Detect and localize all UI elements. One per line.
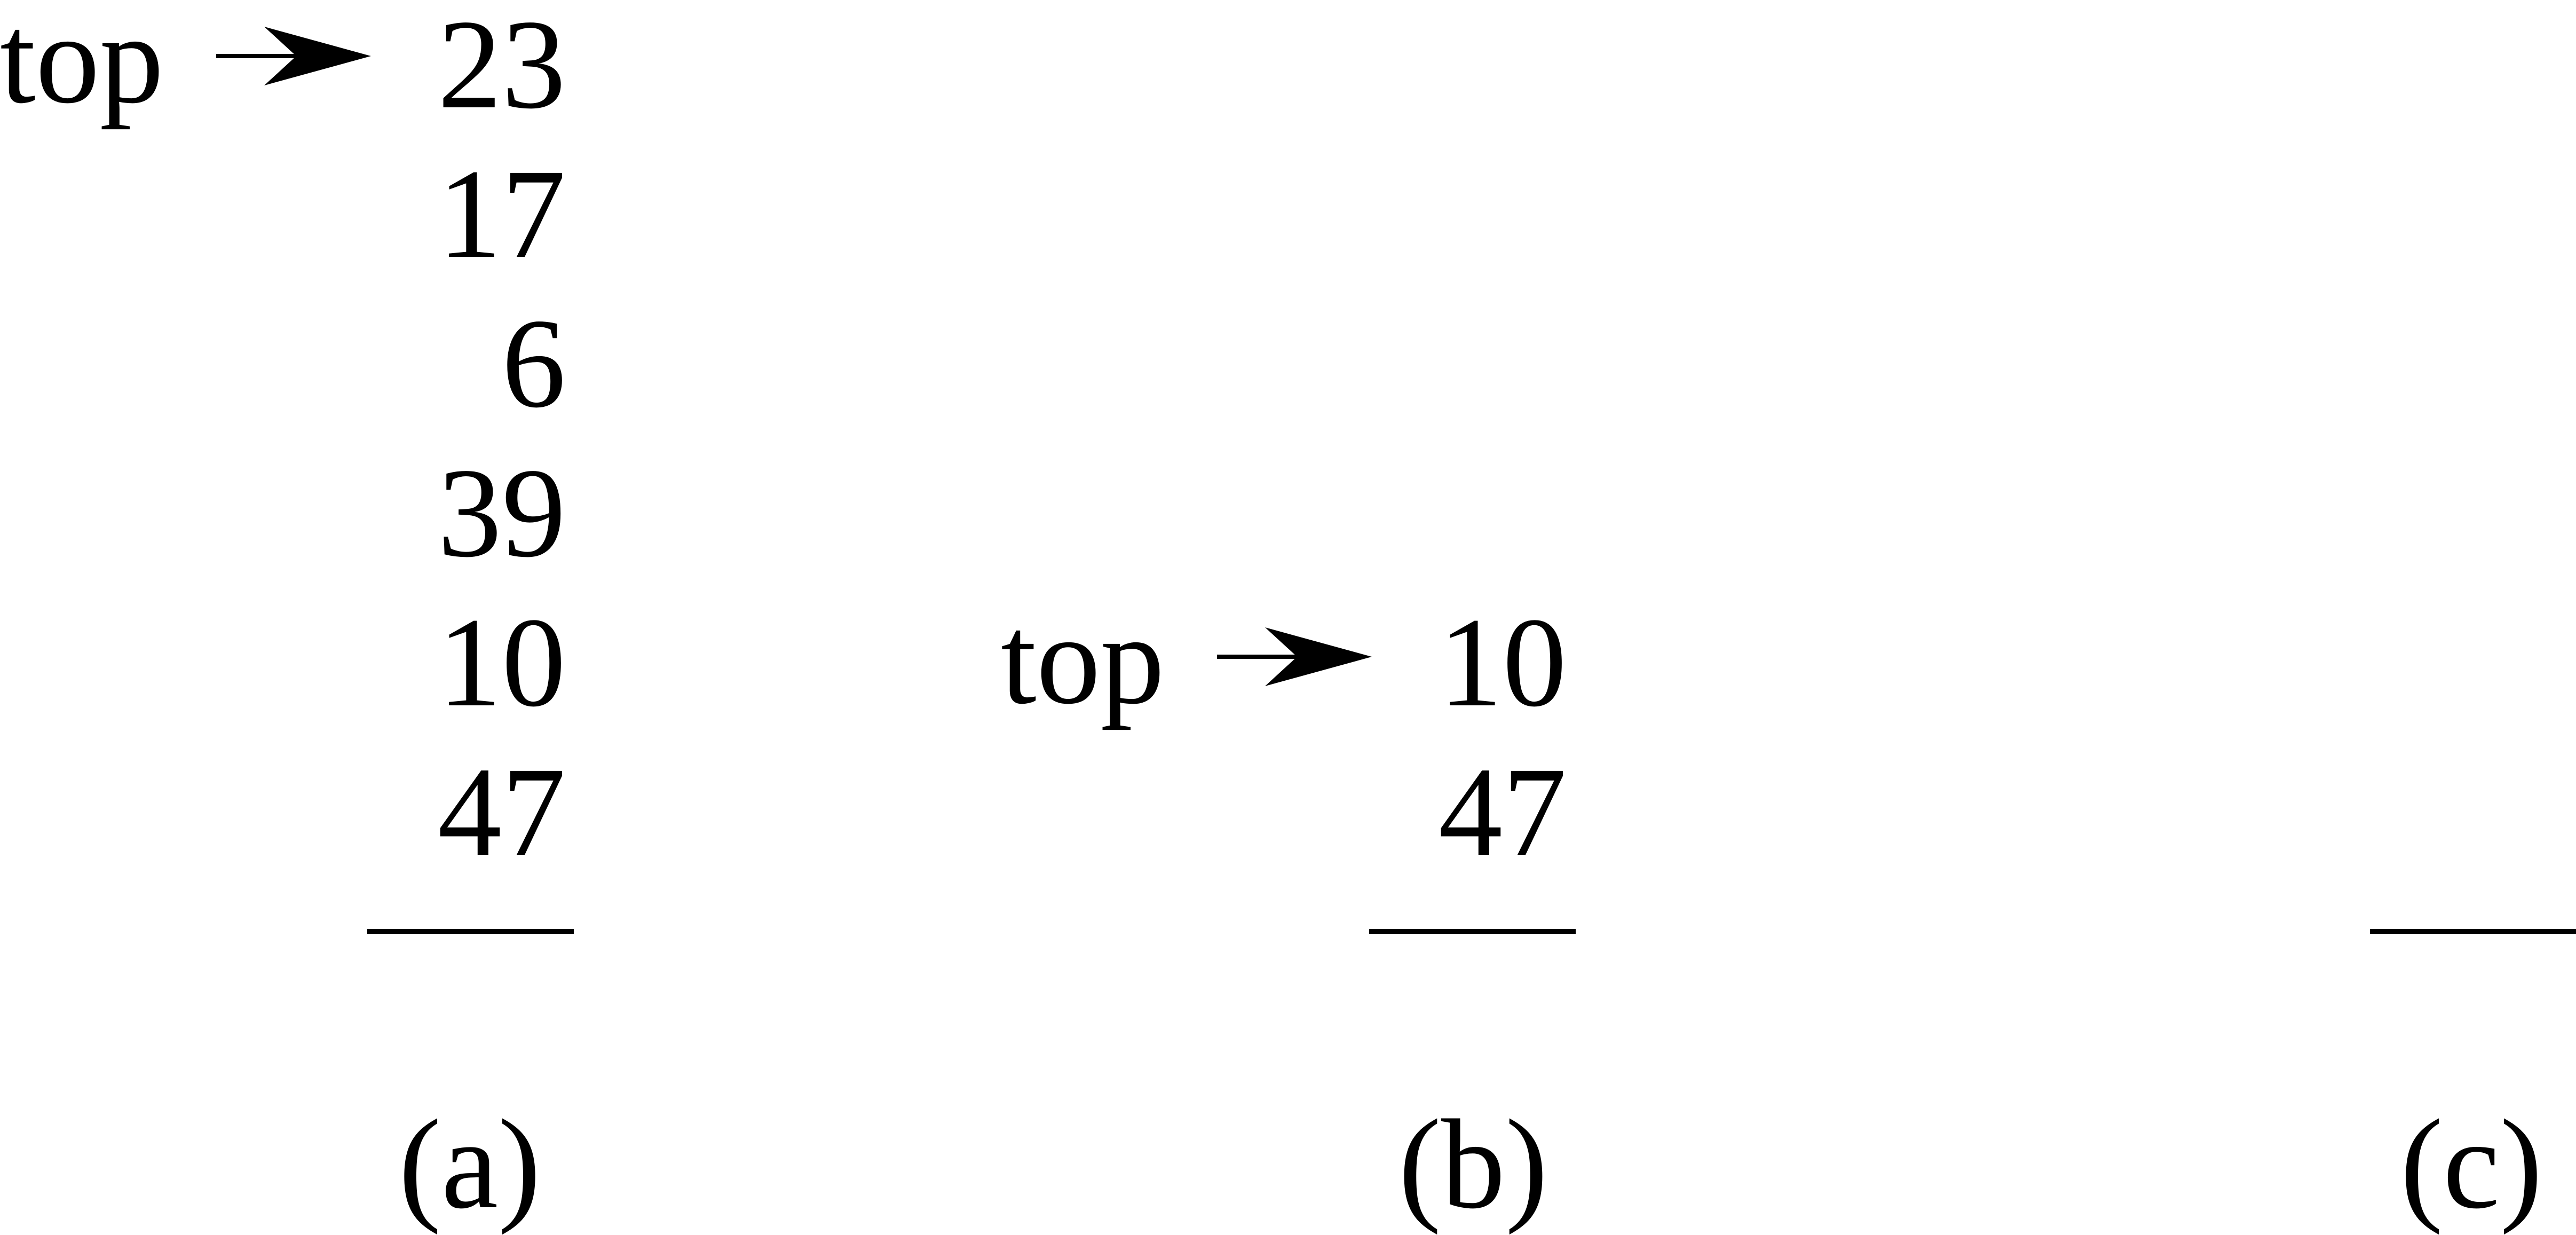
- caption-c: (c): [2400, 1093, 2543, 1235]
- stack-value: 47: [438, 741, 566, 883]
- stack-value: 10: [1439, 591, 1567, 733]
- caption-b: (b): [1398, 1093, 1548, 1235]
- stack-value: 39: [438, 442, 566, 584]
- stack-value: 6: [502, 292, 566, 434]
- stack-bottom-line: [2370, 929, 2576, 934]
- top-pointer-arrow: [1217, 627, 1372, 686]
- top-label: top: [1001, 588, 1165, 730]
- stack-value: 10: [438, 591, 566, 733]
- stack-bottom-line: [1369, 929, 1576, 934]
- stack-value: 47: [1439, 741, 1567, 883]
- top-label: top: [0, 0, 164, 130]
- stack-value: 23: [438, 0, 566, 135]
- caption-a: (a): [398, 1093, 541, 1235]
- top-pointer-arrow: [216, 27, 371, 85]
- stack-bottom-line: [367, 929, 574, 934]
- stack-value: 17: [438, 143, 566, 285]
